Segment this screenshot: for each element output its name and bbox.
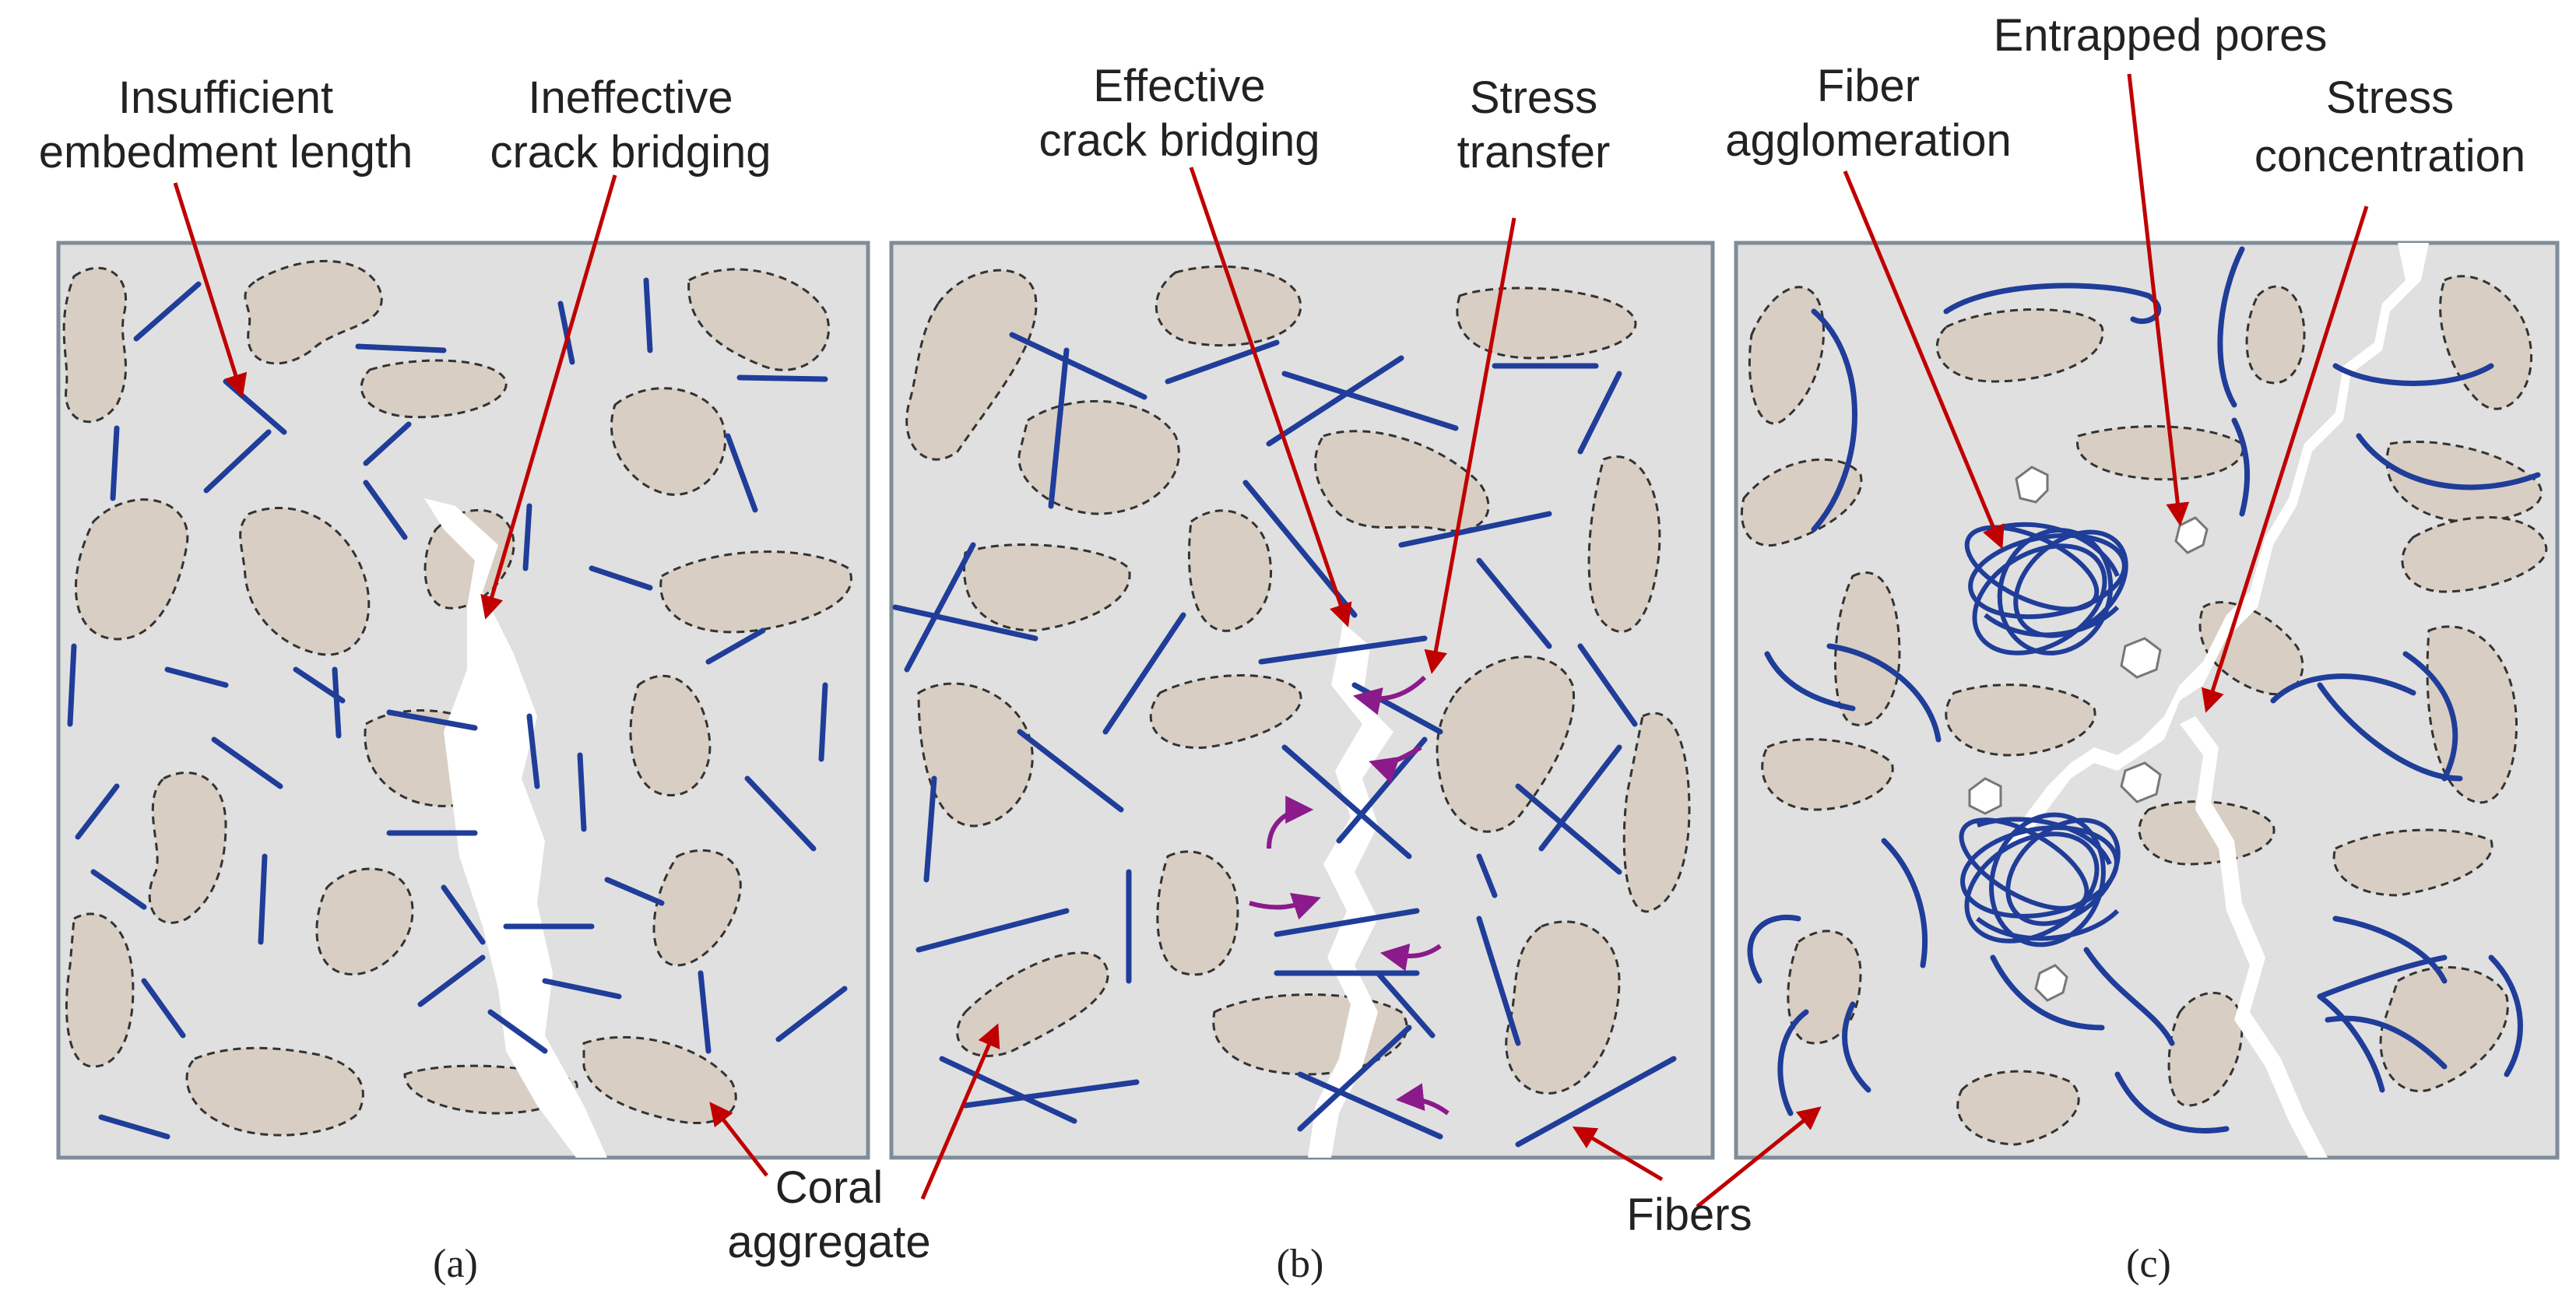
label-stress-transfer-line2: transfer: [1457, 127, 1611, 177]
label-fiber-agglomeration-line1: Fiber: [1817, 61, 1920, 111]
caption-a: (a): [433, 1242, 478, 1286]
text-labels: Insufficient embedment length Ineffectiv…: [39, 10, 2525, 1267]
panel-c-fiber-agglomeration-top: [1964, 522, 2128, 656]
label-ineffective-line1: Ineffective: [528, 72, 733, 123]
panel-c: [1734, 241, 2560, 1160]
label-coral-line2: aggregate: [727, 1217, 930, 1267]
label-effective-line2: crack bridging: [1038, 115, 1320, 166]
panel-c-fibers: [1747, 246, 2541, 1134]
label-coral-line1: Coral: [775, 1162, 884, 1213]
arrow-fiber-agglomeration: [1843, 170, 2005, 550]
label-insufficient-line2: embedment length: [39, 127, 413, 177]
label-stress-transfer-line1: Stress: [1470, 72, 1597, 123]
arrow-coral-1: [709, 1102, 768, 1177]
arrow-insufficient-embedment: [173, 182, 248, 398]
label-fiber-agglomeration-line2: agglomeration: [1725, 115, 2012, 166]
panel-b-stress-transfer-arrows: [1249, 675, 1450, 1116]
label-fibers: Fibers: [1626, 1190, 1752, 1240]
panel-c-crack-branch: [2180, 716, 2328, 1158]
caption-b: (b): [1277, 1242, 1324, 1286]
arrow-fibers-1: [1572, 1126, 1664, 1182]
panel-b: [889, 241, 1715, 1160]
panel-c-entrapped-pores: [1968, 466, 2209, 1002]
label-stress-concentration-line2: concentration: [2254, 131, 2525, 181]
label-ineffective-line2: crack bridging: [490, 127, 771, 177]
panel-a: [56, 241, 870, 1160]
label-insufficient-line1: Insufficient: [118, 72, 333, 123]
arrow-stress-transfer: [1424, 217, 1516, 674]
panel-a-crack: [424, 498, 607, 1158]
arrow-coral-2: [920, 1023, 1000, 1200]
label-effective-line1: Effective: [1093, 61, 1265, 111]
arrow-ineffective-bridging: [480, 174, 617, 620]
arrow-stress-concentration: [2201, 206, 2369, 713]
arrow-effective-bridging: [1189, 167, 1352, 627]
panel-a-aggregates: [62, 259, 852, 1137]
panel-b-fibers: [892, 332, 1677, 1148]
arrow-fibers-2: [1696, 1106, 1822, 1208]
annotation-arrows: [173, 73, 2369, 1208]
label-stress-concentration-line1: Stress: [2326, 72, 2454, 123]
panel-c-crack: [2001, 243, 2429, 849]
caption-c: (c): [2126, 1242, 2171, 1286]
arrow-entrapped-pores: [2127, 73, 2190, 526]
panel-captions: (a) (b) (c): [433, 1242, 2171, 1286]
panel-a-fibers: [67, 277, 848, 1140]
panel-b-crack: [1308, 623, 1393, 1158]
label-entrapped-pores: Entrapped pores: [1994, 10, 2328, 61]
panel-c-fiber-agglomeration-bottom: [1959, 812, 2121, 947]
